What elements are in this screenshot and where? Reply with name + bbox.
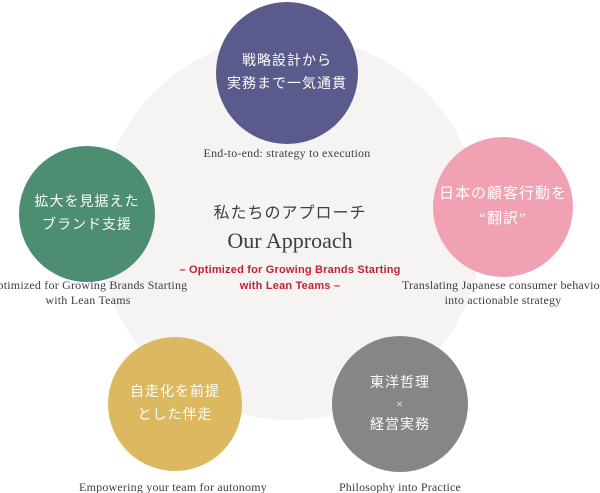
node-end-to-end-label: 戦略設計から 実務まで一気通貫 xyxy=(227,53,347,92)
node-end-to-end-caption: End-to-end: strategy to execution xyxy=(203,146,371,160)
node-brand-support-caption: Optimized for Growing Brands Starting wi… xyxy=(0,278,188,307)
node-philosophy-label: 東洋哲理 × 経営実務 xyxy=(370,375,430,433)
center-text-block: 私たちのアプローチ Our Approach – Optimized for G… xyxy=(179,203,400,295)
page-title-jp: 私たちのアプローチ xyxy=(213,205,367,222)
node-philosophy-circle: 東洋哲理 × 経営実務 xyxy=(332,336,468,472)
node-autonomy-label: 自走化を前提 とした伴走 xyxy=(130,384,220,423)
node-translate-consumers-circle: 日本の顧客行動を “翻訳” xyxy=(433,137,573,277)
node-philosophy-caption: Philosophy into Practice xyxy=(338,480,462,493)
node-autonomy-circle: 自走化を前提 とした伴走 xyxy=(108,337,242,471)
node-translate-consumers-label: 日本の顧客行動を “翻訳” xyxy=(438,186,567,227)
node-end-to-end-circle: 戦略設計から 実務まで一気通貫 xyxy=(216,2,358,144)
node-brand-support-circle: 拡大を見据えた ブランド支援 xyxy=(19,146,155,282)
multiply-separator: × xyxy=(396,396,404,411)
node-autonomy-caption: Empowering your team for autonomy xyxy=(79,480,267,493)
node-brand-support-label: 拡大を見据えた ブランド支援 xyxy=(34,194,140,233)
page-title-en: Our Approach xyxy=(227,228,353,254)
node-translate-consumers-caption: Translating Japanese consumer behavior i… xyxy=(401,278,600,307)
center-subtitle: – Optimized for Growing Brands Starting … xyxy=(179,263,401,292)
